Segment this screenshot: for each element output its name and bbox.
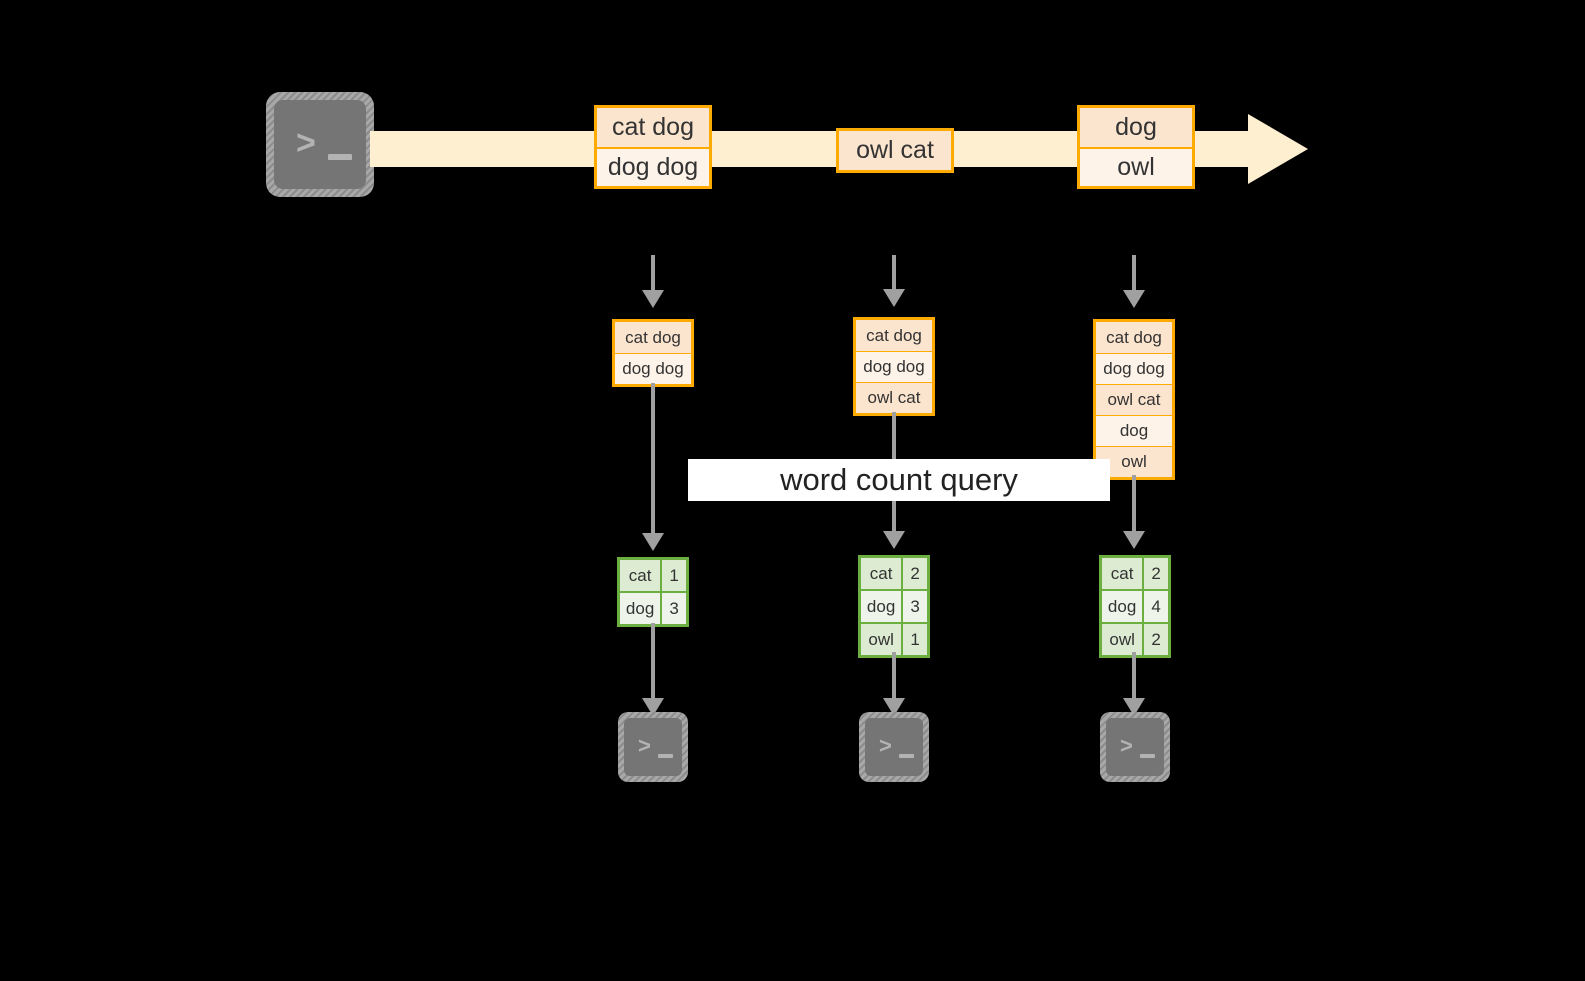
result-count: 3 xyxy=(903,591,927,622)
batch-record-line: cat dog xyxy=(615,322,691,353)
stream-record-line: dog dog xyxy=(597,147,709,186)
terminal-cursor-icon xyxy=(899,754,914,758)
terminal-screen: > xyxy=(1106,718,1164,776)
connector-arrowhead-icon xyxy=(1123,531,1145,549)
result-row: dog 3 xyxy=(861,589,927,622)
terminal-prompt-icon: > xyxy=(879,733,892,758)
result-row: cat 2 xyxy=(1102,558,1168,589)
terminal-screen: > xyxy=(274,100,366,189)
result-word: dog xyxy=(1102,591,1145,622)
batch-record-column-3: cat dog dog dog owl cat dog owl xyxy=(1093,319,1175,480)
sink-terminal-icon-column-1: > xyxy=(618,712,688,782)
stream-record-2: owl cat xyxy=(836,128,954,173)
result-word: dog xyxy=(620,593,663,624)
result-word: cat xyxy=(620,560,663,591)
connector-arrowhead-icon xyxy=(642,698,664,716)
batch-record-column-2: cat dog dog dog owl cat xyxy=(853,317,935,416)
result-word: owl xyxy=(861,624,904,655)
connector-line-stream-to-batch-1 xyxy=(651,255,655,290)
query-label: word count query xyxy=(688,459,1110,501)
connector-line-result-to-sink-1 xyxy=(651,623,655,698)
source-terminal-icon: > xyxy=(266,92,374,197)
batch-record-line: dog xyxy=(1096,415,1172,446)
result-count: 1 xyxy=(662,560,686,591)
result-count: 3 xyxy=(662,593,686,624)
result-count: 2 xyxy=(1144,624,1168,655)
connector-line-result-to-sink-2 xyxy=(892,652,896,698)
batch-record-line: owl cat xyxy=(1096,384,1172,415)
batch-record-line: cat dog xyxy=(1096,322,1172,353)
result-word: owl xyxy=(1102,624,1145,655)
terminal-prompt-icon: > xyxy=(638,733,651,758)
batch-record-line: owl cat xyxy=(856,382,932,413)
connector-line-stream-to-batch-3 xyxy=(1132,255,1136,290)
connector-arrowhead-icon xyxy=(642,533,664,551)
connector-line-batch-to-result-1 xyxy=(651,383,655,533)
result-count: 1 xyxy=(903,624,927,655)
result-table-column-3: cat 2 dog 4 owl 2 xyxy=(1099,555,1171,658)
stream-record-1: cat dog dog dog xyxy=(594,105,712,189)
terminal-screen: > xyxy=(865,718,923,776)
batch-record-line: dog dog xyxy=(1096,353,1172,384)
result-table-column-2: cat 2 dog 3 owl 1 xyxy=(858,555,930,658)
batch-record-line: cat dog xyxy=(856,320,932,351)
sink-terminal-icon-column-2: > xyxy=(859,712,929,782)
terminal-cursor-icon xyxy=(328,154,352,160)
result-word: cat xyxy=(1102,558,1145,589)
terminal-screen: > xyxy=(624,718,682,776)
connector-line-stream-to-batch-2 xyxy=(892,255,896,289)
stream-record-line: owl cat xyxy=(839,131,951,170)
terminal-cursor-icon xyxy=(658,754,673,758)
connector-arrowhead-icon xyxy=(883,289,905,307)
connector-line-batch-to-result-3 xyxy=(1132,475,1136,531)
result-table-column-1: cat 1 dog 3 xyxy=(617,557,689,627)
connector-arrowhead-icon xyxy=(883,698,905,716)
stream-record-3: dog owl xyxy=(1077,105,1195,189)
stream-record-line: owl xyxy=(1080,147,1192,186)
result-row: dog 3 xyxy=(620,591,686,624)
batch-record-line: dog dog xyxy=(615,353,691,384)
sink-terminal-icon-column-3: > xyxy=(1100,712,1170,782)
result-row: owl 1 xyxy=(861,622,927,655)
result-count: 2 xyxy=(903,558,927,589)
connector-arrowhead-icon xyxy=(1123,698,1145,716)
batch-record-column-1: cat dog dog dog xyxy=(612,319,694,387)
terminal-cursor-icon xyxy=(1140,754,1155,758)
result-count: 2 xyxy=(1144,558,1168,589)
batch-record-line: owl xyxy=(1096,446,1172,477)
result-word: dog xyxy=(861,591,904,622)
connector-arrowhead-icon xyxy=(1123,290,1145,308)
terminal-prompt-icon: > xyxy=(296,124,316,162)
result-row: cat 1 xyxy=(620,560,686,591)
result-row: owl 2 xyxy=(1102,622,1168,655)
result-row: cat 2 xyxy=(861,558,927,589)
result-word: cat xyxy=(861,558,904,589)
stream-arrowhead-icon xyxy=(1248,114,1308,184)
connector-arrowhead-icon xyxy=(883,531,905,549)
batch-record-line: dog dog xyxy=(856,351,932,382)
result-count: 4 xyxy=(1144,591,1168,622)
terminal-prompt-icon: > xyxy=(1120,733,1133,758)
stream-record-line: cat dog xyxy=(597,108,709,147)
connector-line-result-to-sink-3 xyxy=(1132,652,1136,698)
result-row: dog 4 xyxy=(1102,589,1168,622)
connector-arrowhead-icon xyxy=(642,290,664,308)
stream-record-line: dog xyxy=(1080,108,1192,147)
